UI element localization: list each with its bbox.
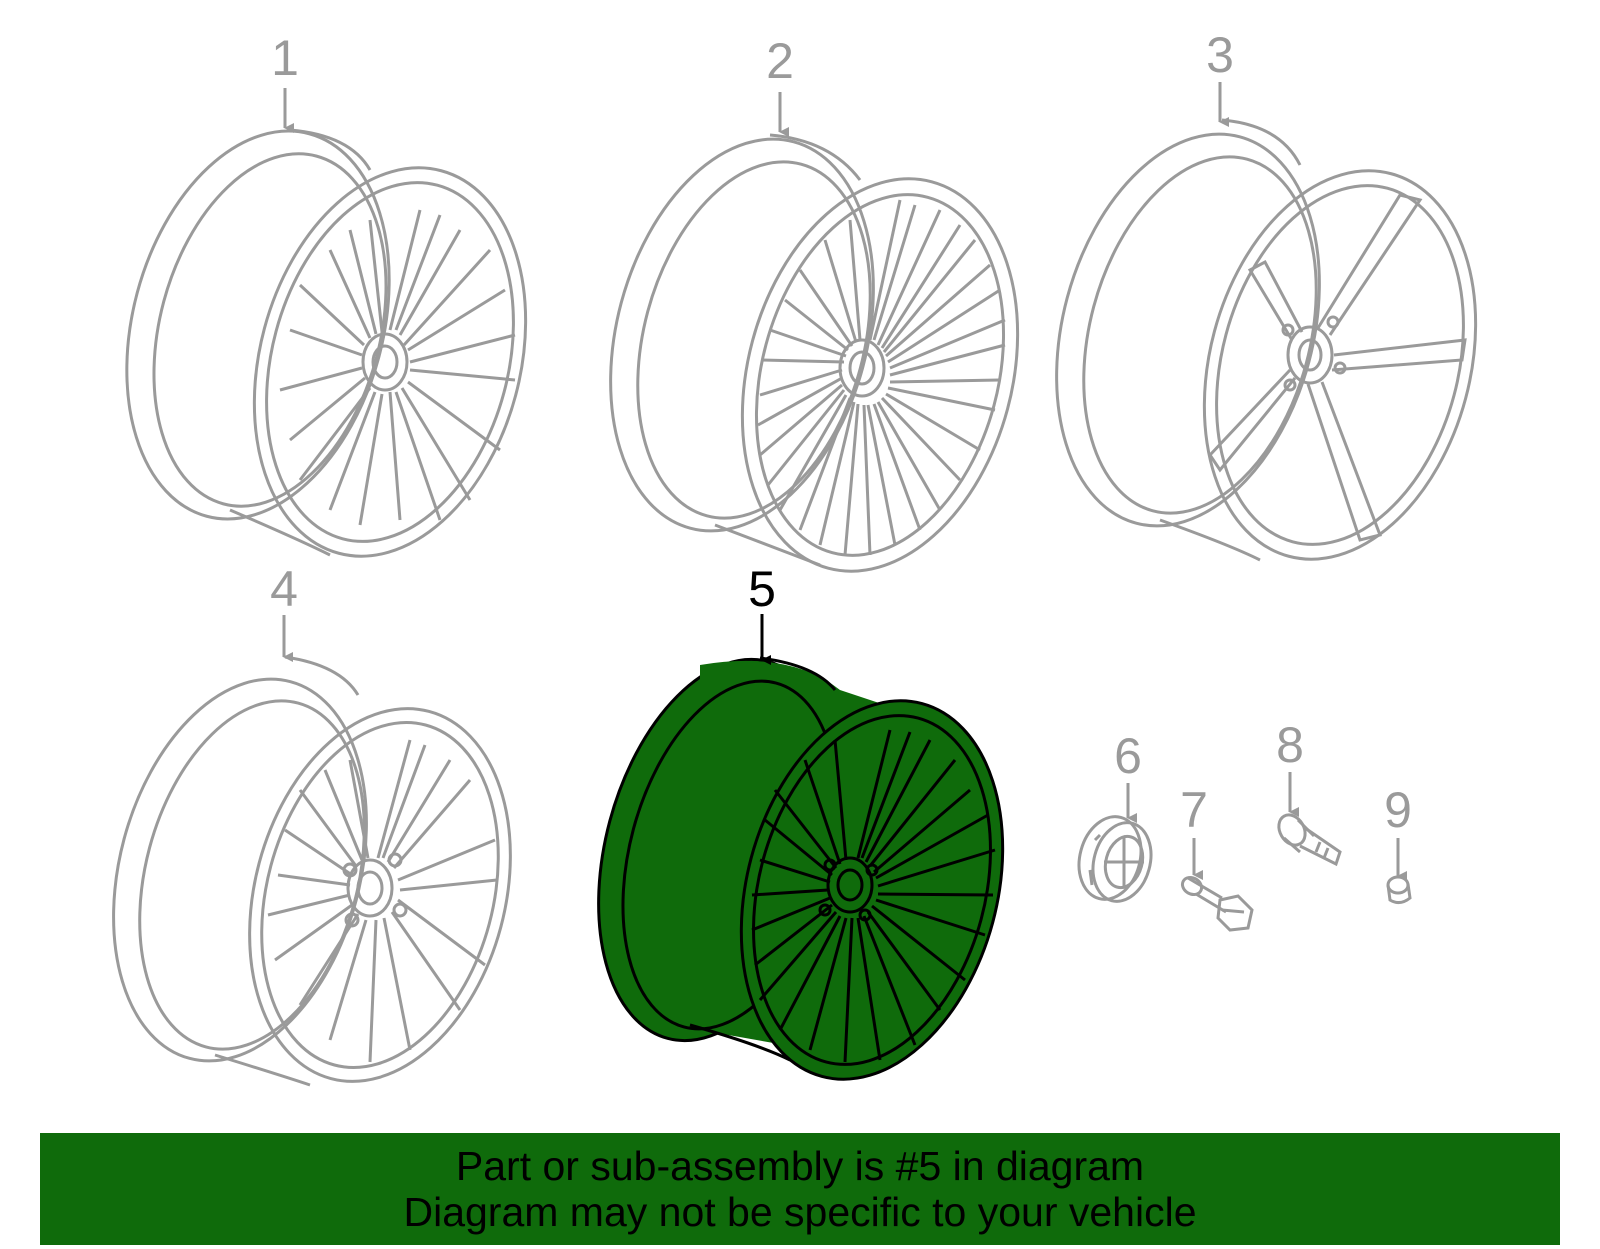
wheel-1[interactable] — [86, 101, 567, 587]
wheel-4-spokes — [267, 739, 498, 1063]
wheel-4[interactable] — [74, 651, 550, 1111]
callout-5: 5 — [748, 561, 776, 617]
cap-9[interactable] — [1386, 875, 1412, 905]
wheel-3[interactable] — [1015, 104, 1516, 589]
bolt-7[interactable] — [1179, 874, 1254, 932]
center-cap-6[interactable] — [1070, 810, 1159, 908]
callout-1: 1 — [271, 30, 299, 86]
callout-9: 9 — [1384, 782, 1412, 838]
callout-2: 2 — [766, 33, 794, 89]
wheel-2-spokes — [757, 199, 1006, 556]
callout-7: 7 — [1180, 782, 1208, 838]
wheel-5-highlighted[interactable] — [559, 633, 1042, 1109]
banner-line-1: Part or sub-assembly is #5 in diagram — [455, 1143, 1145, 1189]
info-banner: Part or sub-assembly is #5 in diagram Di… — [40, 1133, 1560, 1245]
callout-6: 6 — [1114, 728, 1142, 784]
callout-4: 4 — [270, 561, 298, 617]
wheel-3-spokes — [1208, 193, 1467, 542]
wheel-2[interactable] — [569, 109, 1059, 602]
wheel-1-spokes — [279, 209, 516, 526]
callout-8: 8 — [1276, 717, 1304, 773]
callout-3: 3 — [1206, 27, 1234, 83]
wheel-5-spokes — [751, 729, 996, 1063]
valve-8[interactable] — [1274, 810, 1342, 867]
banner-line-2: Diagram may not be specific to your vehi… — [403, 1189, 1197, 1235]
